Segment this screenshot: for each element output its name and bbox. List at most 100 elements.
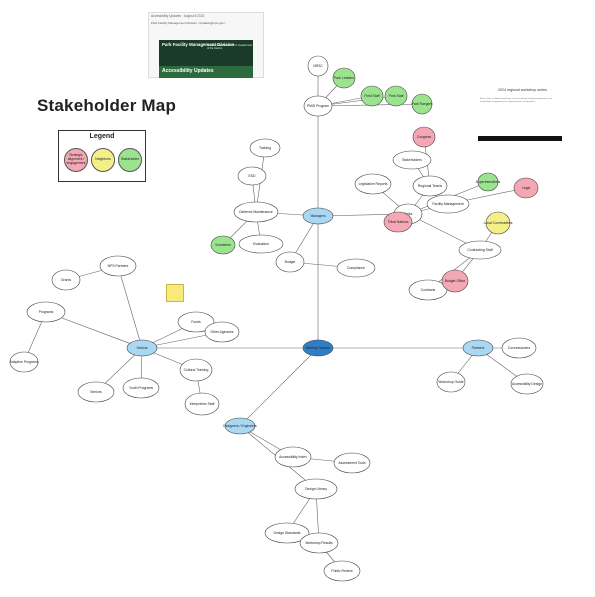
legend-item-neighbors: Neighbors bbox=[91, 148, 115, 172]
node-concess: Concessioners bbox=[501, 337, 537, 359]
node-shape-y1 bbox=[485, 211, 511, 235]
node-shape-other bbox=[204, 321, 240, 343]
node-shape-budget bbox=[275, 251, 305, 273]
legend-item-strategic: Strategic alignment / engagement bbox=[64, 148, 88, 172]
node-label-dl: Design Library bbox=[305, 487, 327, 491]
node-shape-r3 bbox=[383, 211, 413, 233]
node-stakeholders: Stakeholders bbox=[392, 150, 432, 170]
email-band: Accessibility Updates bbox=[159, 66, 253, 78]
node-shape-g4 bbox=[411, 93, 433, 115]
node-label-visitors: Visitors bbox=[136, 346, 147, 350]
node-shape-leg bbox=[354, 173, 392, 195]
node-evaluation: Evaluation bbox=[238, 234, 284, 254]
workshop-document-thumbnail: 2024 regional workshop series Each serie… bbox=[478, 86, 562, 146]
node-label-wr: Workshop Results bbox=[305, 541, 333, 545]
node-pmis: PMIS Program bbox=[303, 95, 333, 117]
node-label-facmgmt: Facility Management bbox=[432, 202, 463, 206]
node-label-y1: Local Communities bbox=[484, 221, 513, 225]
node-shape-facmgmt bbox=[426, 194, 470, 214]
node-shape-programs bbox=[26, 301, 66, 323]
node-y1: Local Communities bbox=[484, 211, 513, 235]
node-label-pr: Public Review bbox=[331, 569, 353, 573]
node-shape-teams bbox=[412, 175, 448, 197]
node-label-leg: Legislative Reports bbox=[359, 182, 388, 186]
node-shape-nrsc bbox=[307, 55, 329, 77]
node-shape-g6 bbox=[210, 235, 236, 255]
node-center: Mobility Division bbox=[302, 339, 334, 357]
node-label-contracting: Contracting Staff bbox=[467, 248, 492, 252]
node-label-ds: Design Standards bbox=[274, 531, 301, 535]
node-label-g5: Superintendents bbox=[476, 180, 501, 184]
node-culture: Cultural Training bbox=[179, 358, 213, 382]
node-wr: Workshop Results bbox=[299, 532, 339, 554]
node-shape-ad bbox=[510, 373, 544, 395]
node-shape-youth bbox=[122, 377, 160, 399]
node-shape-seniors bbox=[77, 381, 115, 403]
node-shape-contracting bbox=[458, 240, 502, 260]
node-label-parks: Parks bbox=[404, 212, 413, 216]
email-band-title: Accessibility Updates bbox=[162, 68, 214, 74]
email-banner-subtitle: National Park Service U.S. Department of… bbox=[207, 44, 252, 51]
node-contracts: Contracts bbox=[408, 279, 448, 301]
node-label-r4: Congress bbox=[417, 135, 432, 139]
doc-title: 2024 regional workshop series bbox=[498, 88, 547, 92]
node-label-pmis: PMIS Program bbox=[307, 104, 329, 108]
node-r1: Budget Office bbox=[441, 269, 469, 293]
node-label-budget: Budget bbox=[285, 260, 296, 264]
node-g6: Volunteers bbox=[210, 235, 236, 255]
edge-center-designers bbox=[239, 347, 319, 427]
node-label-nps: NPS Partners bbox=[108, 264, 129, 268]
node-budget: Budget bbox=[275, 251, 305, 273]
node-shape-assess bbox=[333, 452, 371, 474]
node-label-designers: Designers / Engineers bbox=[223, 424, 257, 428]
node-label-esd: ESD bbox=[249, 174, 257, 178]
node-label-teams: Regional Teams bbox=[418, 184, 443, 188]
node-interp: Interpretive Staff bbox=[184, 392, 220, 416]
email-header: Accessibility Updates · August 8 2024 bbox=[151, 14, 205, 18]
node-nps: NPS Partners bbox=[99, 255, 137, 277]
edge-visitors-programs bbox=[45, 311, 143, 349]
node-shape-g1 bbox=[332, 67, 356, 89]
node-shape-stakeholders bbox=[392, 150, 432, 170]
node-other: Other Agencies bbox=[204, 321, 240, 343]
edge-visitors-nps bbox=[117, 265, 143, 349]
node-label-wsg: Workshop Guide bbox=[438, 380, 463, 384]
node-label-assess: Assessment Tools bbox=[338, 461, 366, 465]
node-label-culture: Cultural Training bbox=[184, 368, 209, 372]
node-ad: Accessibility Design bbox=[510, 373, 544, 395]
node-label-funds: Funds bbox=[191, 320, 201, 324]
node-label-evaluation: Evaluation bbox=[253, 242, 269, 246]
email-banner: Park Facility Management Division Nation… bbox=[159, 40, 253, 66]
node-shape-pmis bbox=[303, 95, 333, 117]
email-banner-title: Park Facility Management Division bbox=[162, 42, 235, 47]
node-label-compliance: Compliance bbox=[347, 266, 365, 270]
node-shape-partners bbox=[462, 339, 494, 357]
node-shape-g2 bbox=[360, 85, 384, 107]
node-esd: ESD bbox=[237, 166, 267, 186]
node-label-r2: Legal bbox=[522, 186, 531, 190]
node-training: Training bbox=[249, 138, 281, 158]
node-label-partners: Partners bbox=[472, 346, 485, 350]
node-shape-adaptive bbox=[9, 351, 39, 373]
node-managers: Managers bbox=[302, 207, 334, 225]
node-shape-ai bbox=[274, 446, 312, 468]
node-shape-training bbox=[249, 138, 281, 158]
node-dl: Design Library bbox=[294, 478, 338, 500]
node-grants: Grants bbox=[51, 269, 81, 291]
node-shape-wsg bbox=[436, 371, 466, 393]
node-compliance: Compliance bbox=[336, 258, 376, 278]
node-shape-r2 bbox=[513, 177, 539, 199]
node-shape-center bbox=[302, 339, 334, 357]
node-funds: Funds bbox=[177, 311, 215, 333]
node-shape-managers bbox=[302, 207, 334, 225]
node-ds: Design Standards bbox=[264, 522, 310, 544]
node-label-r3: Tribal Nations bbox=[388, 220, 409, 224]
node-g3: Park Staff bbox=[384, 85, 408, 107]
node-label-youth: Youth Programs bbox=[129, 386, 153, 390]
node-shape-evaluation bbox=[238, 234, 284, 254]
node-label-seniors: Seniors bbox=[90, 390, 102, 394]
node-label-g2: Field Staff bbox=[364, 94, 379, 98]
node-shape-visitors bbox=[126, 339, 158, 357]
node-label-stakeholders: Stakeholders bbox=[402, 158, 422, 162]
